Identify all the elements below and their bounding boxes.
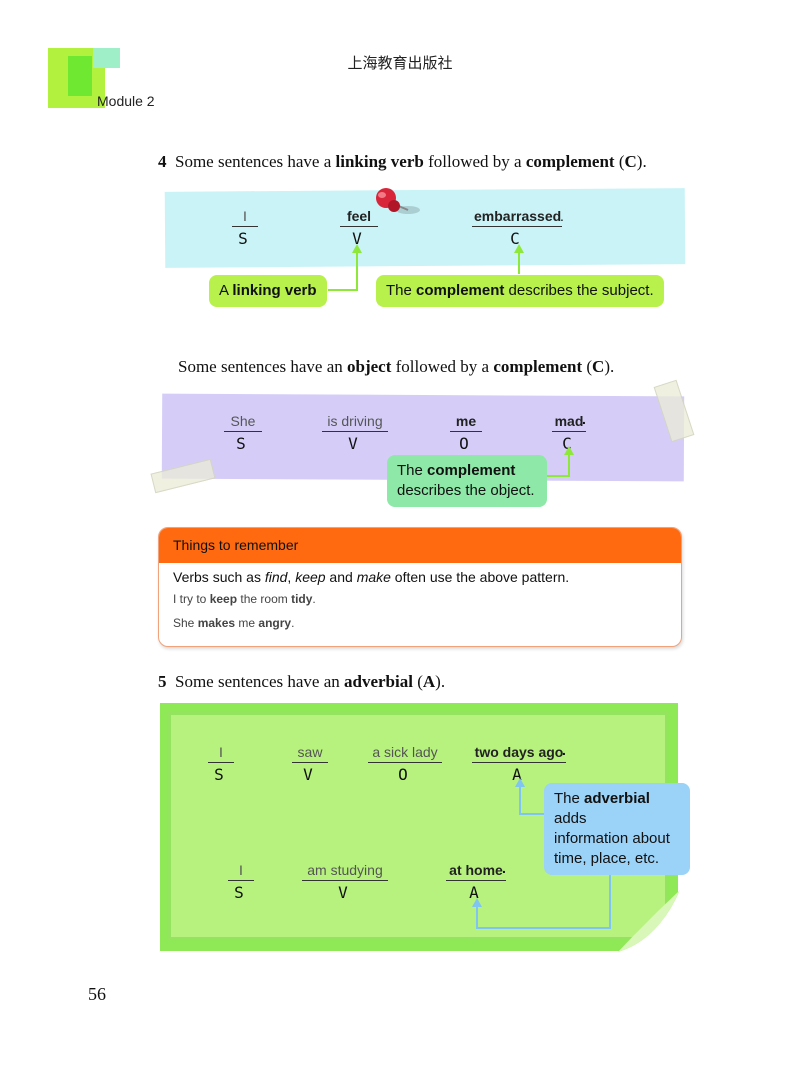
remember-rule: Verbs such as find, keep and make often …: [173, 569, 570, 585]
role-label: V: [303, 765, 313, 784]
remember-title: Things to remember: [159, 528, 681, 563]
sentence-word: embarrassed: [472, 208, 562, 227]
role-label: O: [398, 765, 408, 784]
role-label: A: [512, 765, 522, 784]
role-label: S: [236, 434, 246, 453]
remember-example-1: I try to keep the room tidy.: [173, 592, 316, 606]
sentence-word: a sick lady: [368, 744, 442, 763]
role-label: O: [459, 434, 469, 453]
publisher-name: 上海教育出版社: [347, 54, 453, 72]
sentence-word: mad: [552, 413, 586, 432]
complement-object-callout: The complement describes the object.: [387, 455, 547, 507]
role-label: S: [234, 883, 244, 902]
adverbial-connector: [472, 778, 611, 929]
role-label: V: [338, 883, 348, 902]
sentence-word: feel: [340, 208, 378, 227]
object-complement-heading: Some sentences have an object followed b…: [178, 357, 615, 376]
role-label: C: [510, 229, 520, 248]
module-logo: [0, 0, 130, 110]
sentence-word: I: [208, 744, 234, 763]
complement-object-connector: [546, 446, 574, 477]
sentence-punct: .: [582, 411, 586, 427]
things-to-remember-box: Things to remember Verbs such as find, k…: [158, 527, 682, 647]
sentence-punct: .: [502, 860, 506, 876]
page-number: 56: [88, 984, 106, 1004]
push-pin-icon: [376, 188, 420, 214]
page-curl-decoration: [618, 890, 680, 952]
sentence-word: am studying: [302, 862, 388, 881]
remember-example-2: She makes me angry.: [173, 616, 295, 630]
complement-subject-callout: The complement describes the subject.: [376, 275, 664, 307]
linking-verb-connector: [328, 244, 524, 291]
sentence-word: She: [224, 413, 262, 432]
role-label: A: [469, 883, 479, 902]
section-4-heading: 4 Some sentences have a linking verb fol…: [158, 152, 647, 171]
role-label: V: [348, 434, 358, 453]
sentence-word: is driving: [322, 413, 388, 432]
sentence-punct: .: [560, 208, 564, 224]
role-label: V: [352, 229, 362, 248]
section-5-heading: 5 Some sentences have an adverbial (A).: [158, 672, 446, 691]
role-label: S: [214, 765, 224, 784]
role-label: C: [562, 434, 572, 453]
sentence-word: I: [232, 208, 258, 227]
linking-verb-callout: A linking verb: [209, 275, 327, 307]
module-label: Module 2: [97, 93, 155, 109]
sentence-punct: .: [562, 742, 566, 758]
sentence-word: I: [228, 862, 254, 881]
adverbial-callout: The adverbial adds information about tim…: [544, 783, 690, 875]
sentence-word: me: [450, 413, 482, 432]
role-label: S: [238, 229, 248, 248]
sentence-word: at home: [446, 862, 506, 881]
sentence-word: two days ago: [472, 744, 566, 763]
sentence-word: saw: [292, 744, 328, 763]
